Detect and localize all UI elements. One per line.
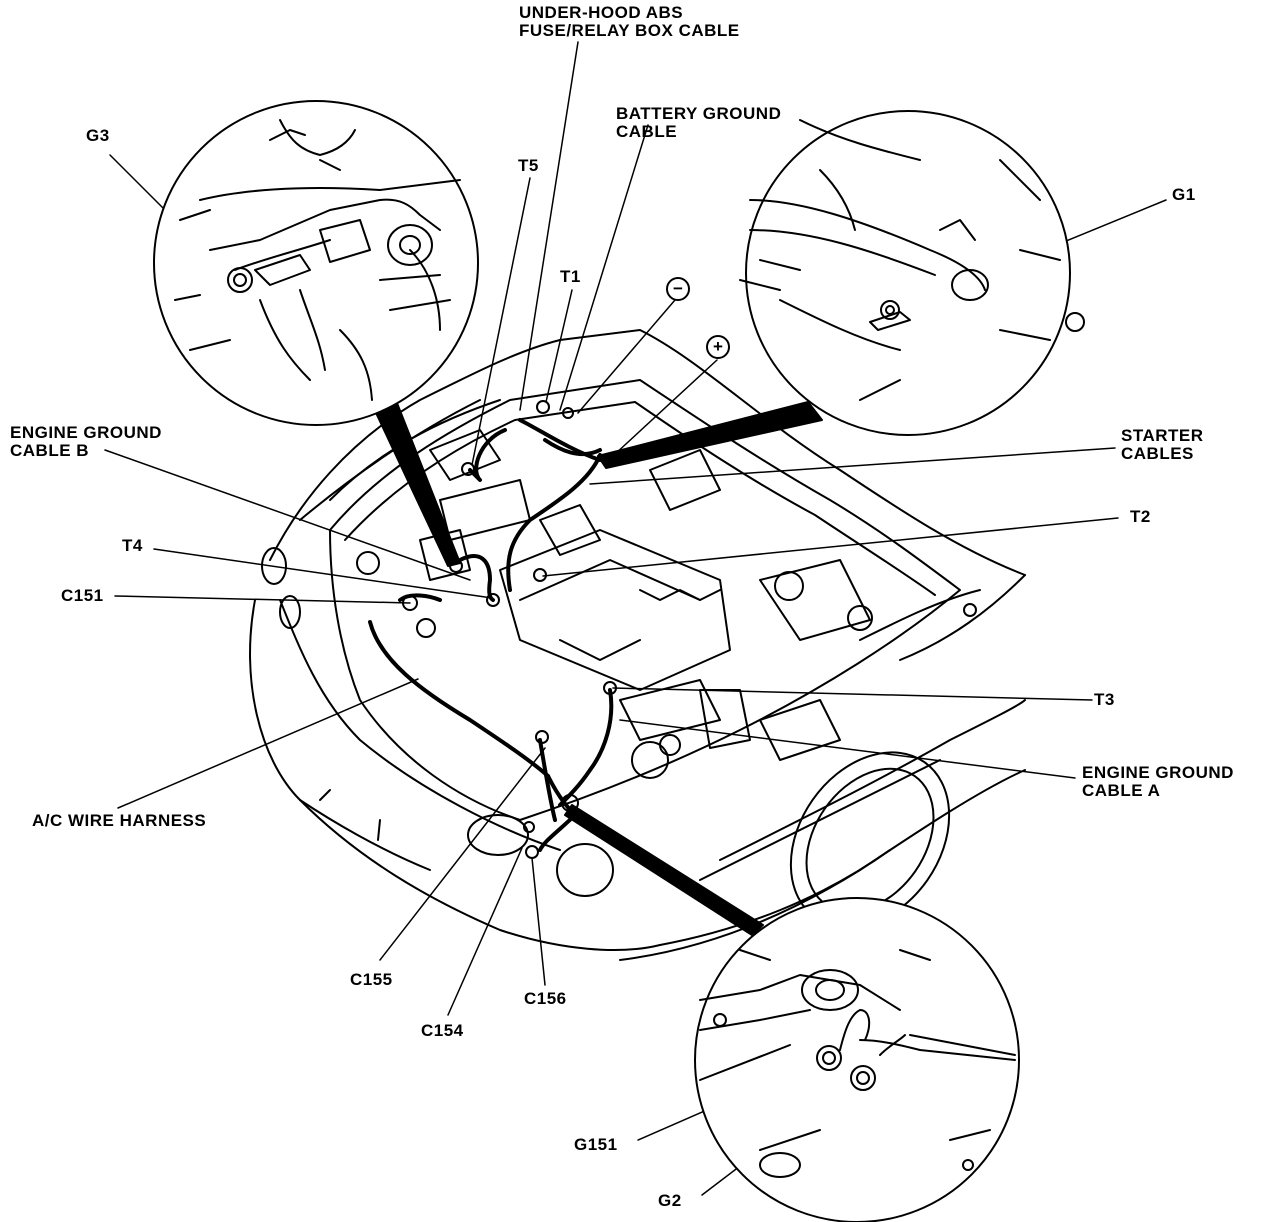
label-t4: T4 (122, 536, 143, 555)
g2-detail-circle (694, 897, 1020, 1222)
label-t3: T3 (1094, 690, 1115, 709)
label-t1: T1 (560, 267, 581, 286)
label-t2: T2 (1130, 507, 1151, 526)
label-battery-ground-cable: BATTERY GROUND CABLE (616, 104, 782, 141)
g1-detail-circle (739, 110, 1085, 436)
positive-terminal-symbol: + (706, 335, 730, 359)
label-engine-ground-cable-a: ENGINE GROUND CABLE A (1082, 763, 1234, 800)
leader-lines (104, 41, 1167, 1196)
negative-terminal-symbol: − (666, 277, 690, 301)
label-ac-wire-harness: A/C WIRE HARNESS (32, 811, 207, 830)
g3-detail-circle (153, 100, 479, 426)
label-c156: C156 (524, 989, 567, 1008)
label-abs-cable: UNDER-HOOD ABS FUSE/RELAY BOX CABLE (519, 3, 740, 40)
car-body-outline (249, 329, 1026, 961)
label-c154: C154 (421, 1021, 464, 1040)
engine-block (419, 429, 871, 761)
label-g1: G1 (1172, 185, 1196, 204)
label-g3: G3 (86, 126, 110, 145)
wire-routes (368, 418, 614, 852)
label-engine-ground-cable-b: ENGINE GROUND CABLE B (10, 423, 162, 460)
label-c155: C155 (350, 970, 393, 989)
callout-wedges (369, 397, 823, 936)
label-t5: T5 (518, 156, 539, 175)
label-starter-cables: STARTER CABLES (1121, 426, 1204, 463)
label-c151: C151 (61, 586, 104, 605)
label-g2: G2 (658, 1191, 682, 1210)
label-g151: G151 (574, 1135, 618, 1154)
